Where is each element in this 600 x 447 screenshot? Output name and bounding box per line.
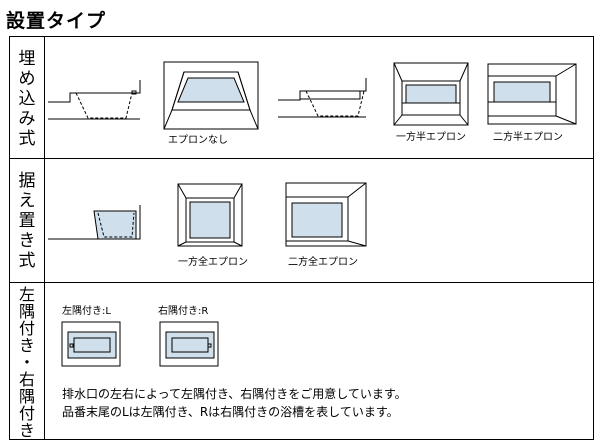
built-in-section-diagram-2 [278, 78, 367, 118]
no-apron-caption: エプロンなし [168, 135, 228, 146]
right-corner-tub-diagram [159, 321, 219, 367]
right-corner-caption: 右隅付き:R [158, 306, 209, 317]
two-half-apron-diagram [487, 63, 577, 125]
one-full-apron-diagram [177, 183, 243, 247]
install-type-table: 埋 め 込 み 式 据 え 置 き 式 左 隅 付 き ・ 右 隅 付 き [9, 36, 594, 440]
one-full-apron-caption: 一方全エプロン [178, 257, 248, 268]
row-label-corner: 左 隅 付 き ・ 右 隅 付 き [18, 285, 35, 440]
no-apron-diagram [163, 61, 259, 130]
left-corner-caption: 左隅付き:L [62, 306, 111, 317]
corner-note-line-1: 排水口の左右によって左隅付き、右隅付きをご用意しています。 [62, 387, 407, 401]
row-divider-1 [10, 158, 593, 159]
one-half-apron-diagram [393, 62, 469, 126]
two-half-apron-caption: 二方半エプロン [493, 132, 563, 143]
row-label-freestanding: 据 え 置 き 式 [18, 171, 36, 271]
corner-note-line-2: 品番末尾のLは左隅付き、Rは右隅付きの浴槽を表しています。 [62, 405, 399, 419]
page-title: 設置タイプ [6, 10, 107, 32]
left-corner-tub-diagram [61, 321, 121, 367]
two-full-apron-caption: 二方全エプロン [288, 257, 358, 268]
built-in-section-diagram-1 [48, 80, 141, 120]
freestanding-section-diagram [48, 205, 141, 240]
row-divider-2 [10, 282, 593, 283]
label-column-divider [44, 37, 45, 439]
two-full-apron-diagram [285, 182, 367, 247]
one-half-apron-caption: 一方半エプロン [396, 132, 466, 143]
row-label-built-in: 埋 め 込 み 式 [18, 49, 36, 149]
